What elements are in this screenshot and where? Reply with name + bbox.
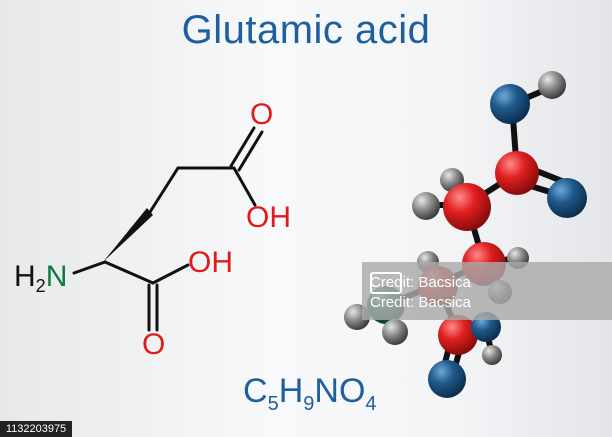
- ball-and-stick-model: [344, 71, 587, 398]
- hydroxyl-label-side: OH: [246, 203, 291, 233]
- oxygen-label-bottom: O: [142, 328, 166, 361]
- bond-c1-oh: [151, 263, 190, 285]
- formula-o-count: 4: [365, 393, 377, 415]
- bond-c5-o-double-a: [229, 126, 256, 168]
- formula-c: C: [243, 372, 268, 410]
- hydrogen-atom: [412, 192, 440, 220]
- formula-c-count: 5: [267, 393, 279, 415]
- bond-c3-c4: [148, 166, 180, 214]
- camera-icon: [370, 272, 402, 294]
- bond-n-c2: [72, 260, 107, 275]
- bond-c5-oh: [232, 166, 257, 207]
- carbon-atom: [495, 151, 539, 195]
- formula-h: H: [278, 372, 304, 410]
- hydrogen-atom: [538, 71, 566, 99]
- wedge-bond-c2-c3: [103, 208, 153, 262]
- stock-id: 1132203975: [0, 421, 72, 437]
- formula-n: N: [314, 372, 339, 410]
- bond-c5-o-double-b: [237, 130, 264, 172]
- hydroxyl-o: OH: [246, 201, 291, 234]
- page-title: Glutamic acid: [181, 8, 431, 52]
- bond-c2-c1: [103, 260, 155, 285]
- watermark-banner: Credit: Bacsica Credit: Bacsica: [362, 262, 612, 320]
- hydrogen-atom: [482, 345, 502, 365]
- hydroxyl-label-mid: OH: [188, 248, 233, 278]
- molecular-formula: C5H9NO4: [243, 372, 377, 416]
- oxygen-atom: [428, 360, 466, 398]
- amine-h: H: [14, 260, 36, 293]
- skeletal-structure: [72, 126, 264, 332]
- amine-h-count: 2: [35, 276, 46, 296]
- oxygen-atom: [547, 178, 587, 218]
- formula-o: O: [338, 372, 366, 410]
- model-atoms: [344, 71, 587, 398]
- hydroxyl-o: OH: [188, 246, 233, 279]
- amine-n: N: [45, 260, 68, 293]
- oxygen-atom: [490, 84, 530, 124]
- hydrogen-atom: [382, 319, 408, 345]
- watermark-credit: Credit: Bacsica: [370, 274, 471, 291]
- oxygen-label-top: O: [250, 98, 274, 131]
- watermark-credit: Credit: Bacsica: [370, 294, 471, 311]
- carbon-atom: [438, 315, 478, 355]
- formula-h-count: 9: [303, 393, 315, 415]
- amine-label: H2N: [14, 260, 68, 296]
- carbon-atom: [443, 183, 491, 231]
